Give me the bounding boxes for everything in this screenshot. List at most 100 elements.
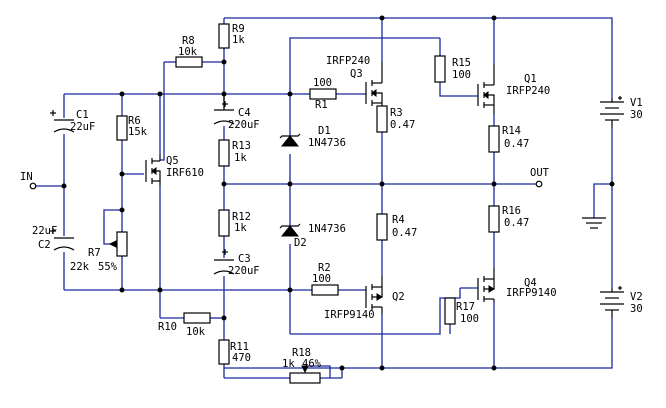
r18-setting: 46%	[302, 358, 322, 370]
resistor-r4	[376, 213, 388, 241]
r2-value: 100	[312, 273, 331, 285]
resistor-r14	[488, 125, 500, 153]
input-terminal[interactable]	[29, 182, 37, 190]
resistor-r1	[309, 88, 337, 100]
r7-ref: R7	[88, 247, 101, 259]
q5-ref: Q5	[166, 155, 179, 167]
power-sources	[582, 96, 624, 318]
capacitor-c1	[50, 110, 75, 133]
r15-value: 100	[452, 69, 471, 81]
r12-ref: R12	[232, 211, 251, 223]
c4-value: 220uF	[228, 119, 260, 131]
resistor-r9	[218, 23, 230, 49]
r17-value: 100	[460, 313, 479, 325]
r8-value: 10k	[178, 46, 198, 58]
potentiometer-r7	[116, 231, 128, 257]
output-label: OUT	[530, 167, 550, 179]
r17-ref: R17	[456, 301, 475, 313]
capacitor-c3	[213, 249, 235, 275]
resistor-r15	[434, 55, 446, 83]
q4-ref: Q4	[524, 277, 537, 289]
mosfet-q5	[145, 154, 161, 186]
battery-v2	[600, 286, 624, 318]
r10-ref: R10	[158, 321, 177, 333]
r13-ref: R13	[232, 140, 251, 152]
r3-ref: R3	[390, 107, 403, 119]
resistor-r10	[183, 312, 211, 324]
r3-value: 0.47	[390, 119, 415, 131]
r2-ref: R2	[318, 262, 331, 274]
d1-ref: D1	[318, 125, 331, 137]
d2-ref: D2	[294, 237, 307, 249]
junctions	[61, 15, 615, 371]
r14-ref: R14	[502, 125, 521, 137]
capacitor-c2	[50, 228, 75, 251]
v1-ref: V1	[630, 97, 643, 109]
r6-ref: R6	[128, 115, 141, 127]
r16-ref: R16	[502, 205, 521, 217]
potentiometer-r18	[289, 372, 321, 384]
d2-value: 1N4736	[308, 223, 346, 235]
r15-ref: R15	[452, 57, 471, 69]
c3-value: 220uF	[228, 265, 260, 277]
v1-value: 30	[630, 109, 643, 121]
potentiometer-r18-wiper-icon	[301, 365, 309, 374]
r6-value: 15k	[128, 126, 148, 138]
r16-value: 0.47	[504, 217, 529, 229]
r1-ref: R1	[315, 99, 328, 111]
r9-value: 1k	[232, 34, 245, 46]
resistor-r12	[218, 209, 230, 237]
resistors	[108, 23, 500, 384]
r9-ref: R9	[232, 23, 245, 35]
c1-value: 22uF	[70, 121, 95, 133]
resistor-r11	[218, 339, 230, 365]
resistor-r6	[116, 115, 128, 141]
q2-value: IRFP9140	[324, 309, 375, 321]
output-terminal[interactable]	[535, 180, 543, 188]
potentiometer-r7-wiper-icon	[108, 240, 117, 248]
c3-ref: C3	[238, 253, 251, 265]
r18-ref: R18	[292, 347, 311, 359]
c2-value: 22uF	[32, 225, 57, 237]
q2-ref: Q2	[392, 291, 405, 303]
r14-value: 0.47	[504, 138, 529, 150]
c1-ref: C1	[76, 109, 89, 121]
capacitors	[50, 94, 235, 275]
mosfet-q3	[365, 62, 383, 106]
mosfet-q4	[477, 268, 495, 302]
input-label: IN	[20, 171, 33, 183]
r4-ref: R4	[392, 214, 405, 226]
mosfet-q2	[365, 276, 383, 314]
resistor-r13	[218, 139, 230, 167]
r18-value: 1k	[282, 358, 295, 370]
resistor-r16	[488, 205, 500, 233]
r8-ref: R8	[182, 35, 195, 47]
battery-v1	[600, 96, 624, 128]
q1-value: IRFP240	[506, 85, 550, 97]
r12-value: 1k	[234, 222, 247, 234]
r1-value: 100	[313, 77, 332, 89]
c4-ref: C4	[238, 107, 251, 119]
resistor-r3	[376, 105, 388, 133]
q4-value: IRFP9140	[506, 287, 557, 299]
terminals	[29, 180, 543, 190]
r10-value: 10k	[186, 326, 206, 338]
ground-icon	[582, 217, 606, 229]
resistor-r8	[175, 56, 203, 68]
capacitor-c4	[213, 94, 235, 125]
q3-ref: Q3	[350, 68, 363, 80]
r4-value: 0.47	[392, 227, 417, 239]
r7-value: 22k	[70, 261, 90, 273]
d1-value: 1N4736	[308, 137, 346, 149]
c2-ref: C2	[38, 239, 51, 251]
resistor-r17	[444, 297, 456, 325]
diodes	[279, 133, 301, 237]
r11-ref: R11	[230, 341, 249, 353]
v2-value: 30	[630, 303, 643, 315]
q5-value: IRF610	[166, 167, 204, 179]
transistors	[145, 62, 495, 314]
labels: IN OUT C1 22uF 22uF C2 R6 15k R7 22k 55%…	[20, 23, 643, 370]
resistor-r2	[311, 284, 339, 296]
